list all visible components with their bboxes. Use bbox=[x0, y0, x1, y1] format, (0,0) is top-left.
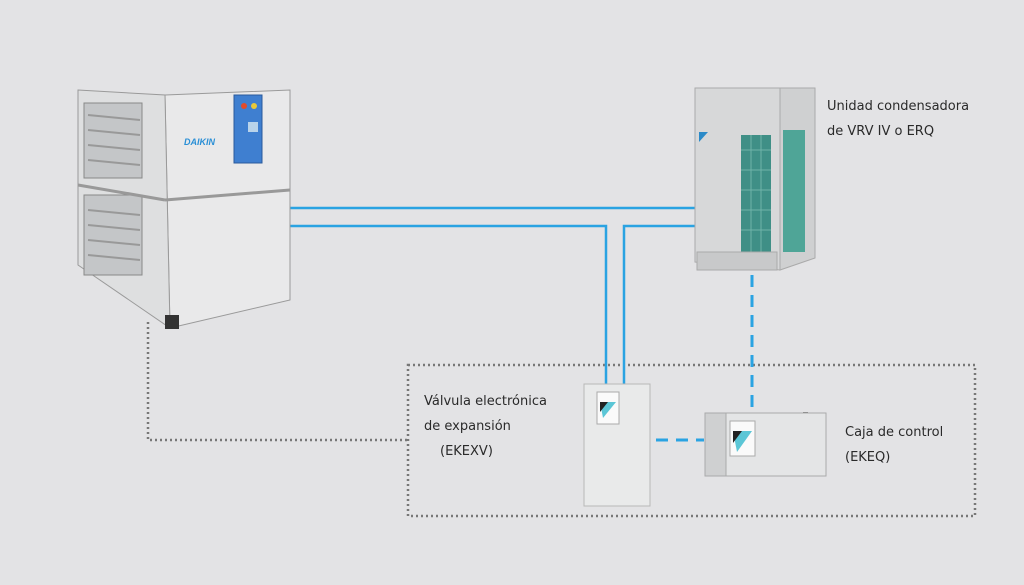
expansion-valve-label: Válvula electrónica de expansión (EKEXV) bbox=[424, 389, 547, 464]
control-box-label-line2: (EKEQ) bbox=[845, 450, 891, 465]
expansion-valve-label-line1: Válvula electrónica bbox=[424, 394, 547, 409]
condensing-unit bbox=[694, 87, 816, 271]
control-box-unit bbox=[704, 412, 827, 477]
condensing-unit-label: Unidad condensadora de VRV IV o ERQ bbox=[827, 94, 969, 144]
air-handling-unit: DAIKIN bbox=[77, 89, 291, 329]
pipe-liquid-cu bbox=[622, 224, 695, 386]
pipe-liquid-ahu bbox=[290, 224, 608, 386]
condensing-unit-label-line2: de VRV IV o ERQ bbox=[827, 124, 935, 139]
control-wiring bbox=[146, 322, 977, 518]
expansion-valve-unit bbox=[583, 383, 651, 507]
ahu-control-line bbox=[146, 322, 408, 442]
refrigerant-pipes bbox=[290, 206, 754, 442]
expansion-valve-label-line2: de expansión bbox=[424, 419, 511, 434]
ahu-brand-logo: DAIKIN bbox=[184, 137, 215, 147]
control-enclosure-boundary bbox=[406, 363, 977, 518]
expansion-valve-label-line3: (EKEXV) bbox=[440, 444, 493, 459]
control-box-label-line1: Caja de control bbox=[845, 425, 944, 440]
control-box-label: Caja de control (EKEQ) bbox=[845, 420, 943, 470]
condensing-unit-label-line1: Unidad condensadora bbox=[827, 99, 970, 114]
